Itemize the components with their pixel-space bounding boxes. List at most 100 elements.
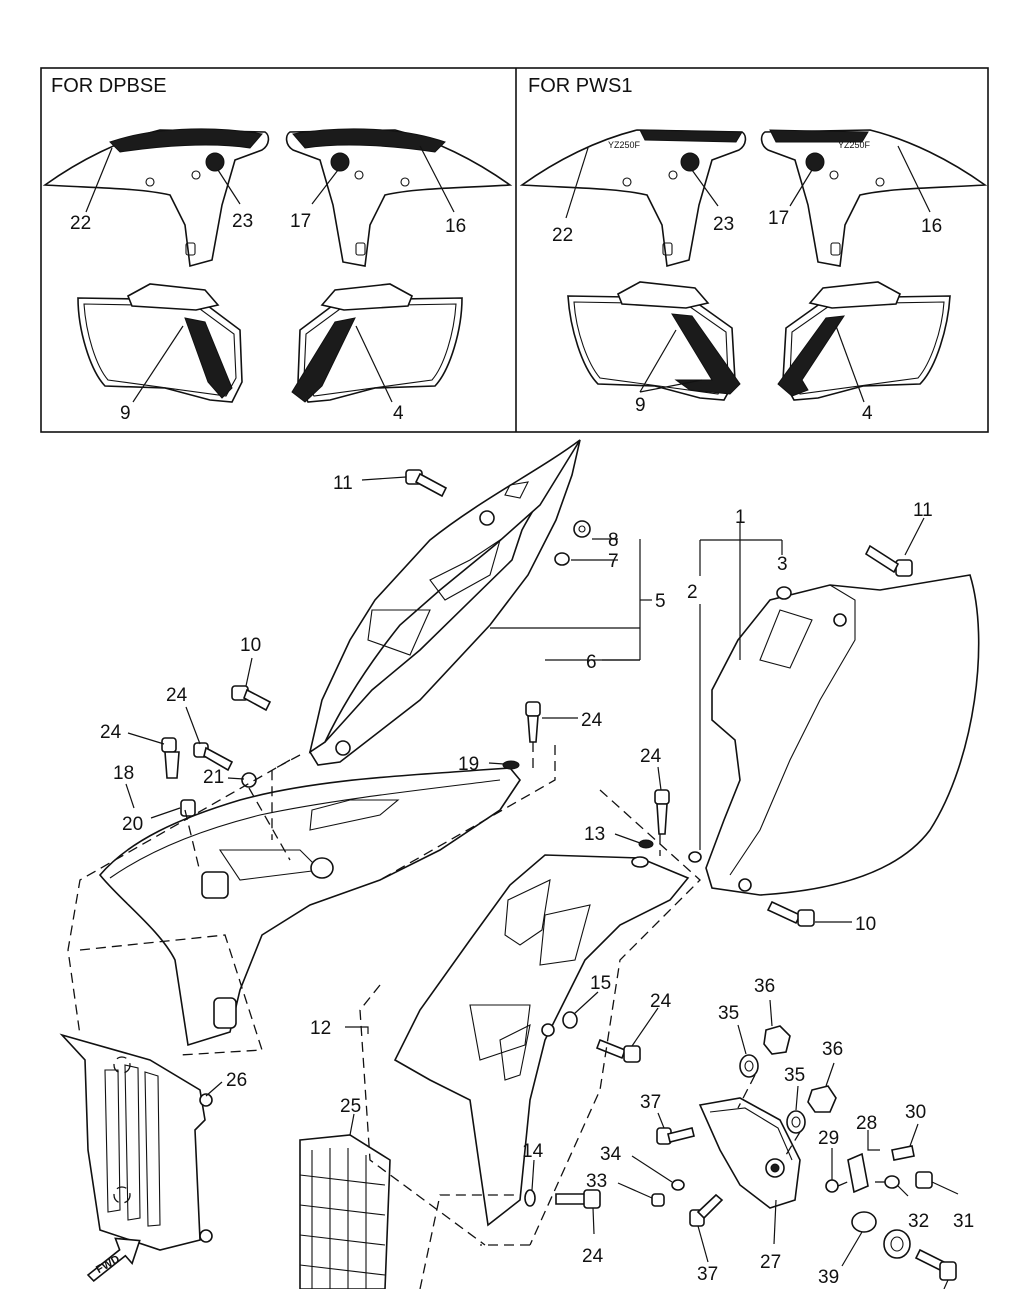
callout-5: 5 <box>655 591 666 612</box>
collar-39 <box>851 1211 877 1233</box>
v1-right-shroud <box>285 128 513 267</box>
right-side-cover <box>705 574 980 896</box>
v1-leaders <box>85 145 455 403</box>
hardware <box>161 469 957 1281</box>
v2-leaders <box>565 145 931 403</box>
grommet-2 <box>688 851 702 863</box>
callout-24-f: 24 <box>582 1246 604 1267</box>
washer-32 <box>884 1175 900 1189</box>
tank-bracket-assembly <box>698 1097 801 1209</box>
screw-30 <box>891 1145 915 1161</box>
v1-left-shroud <box>42 128 270 268</box>
bolt-24-f <box>555 1189 601 1209</box>
callout-18: 18 <box>113 763 134 784</box>
callout-11-left: 11 <box>333 473 353 494</box>
right-shroud <box>393 854 690 1227</box>
callout-21: 21 <box>203 767 224 788</box>
callout-3: 3 <box>777 554 788 575</box>
bolt-11-left <box>405 469 448 498</box>
right-cover-lower-hole <box>738 878 752 892</box>
callout-15: 15 <box>590 973 611 994</box>
radiator-cover-left <box>59 1033 213 1251</box>
callout-39: 39 <box>818 1267 839 1288</box>
washer-34 <box>671 1179 685 1191</box>
callout-v2-9: 9 <box>635 395 646 416</box>
v2-left-decal-text: YZ250F <box>608 140 641 150</box>
callout-7: 7 <box>608 551 619 572</box>
callout-v2-4: 4 <box>862 403 873 424</box>
shroud-boss <box>310 857 334 879</box>
collar-20 <box>180 799 196 817</box>
callout-35-a: 35 <box>718 1003 739 1024</box>
radiator-bolt-lower <box>199 1229 213 1243</box>
grommet-8 <box>573 520 591 538</box>
right-shroud-collar <box>631 856 649 868</box>
grommet-35-b <box>786 1110 806 1134</box>
callout-1: 1 <box>735 507 746 528</box>
right-cover-grommet <box>833 613 847 627</box>
screw-31 <box>915 1171 933 1189</box>
callout-28: 28 <box>856 1113 877 1134</box>
callout-v2-22: 22 <box>552 225 573 246</box>
callout-20: 20 <box>122 814 143 835</box>
callout-24-a: 24 <box>100 722 122 743</box>
callout-27: 27 <box>760 1252 781 1273</box>
bolt-lower-right <box>914 1248 957 1281</box>
screw-33 <box>651 1193 665 1207</box>
callout-v1-16: 16 <box>445 216 466 237</box>
radiator-hidden-grommet-bottom <box>113 1186 131 1204</box>
right-shroud-hole <box>541 1023 555 1037</box>
callout-31: 31 <box>953 1211 974 1232</box>
variant-title-dpbse: FOR DPBSE <box>51 75 167 97</box>
bolt-11-right <box>864 544 913 577</box>
v2-grommet-23 <box>680 152 700 172</box>
callout-24-e: 24 <box>650 991 672 1012</box>
radiator-hidden-grommet-top <box>113 1056 131 1074</box>
callout-29: 29 <box>818 1128 839 1149</box>
v2-right-shroud: YZ250F <box>760 129 988 267</box>
left-side-cover <box>308 439 581 766</box>
side-cover-grommet-hole <box>479 510 495 526</box>
callout-v2-17: 17 <box>768 208 789 229</box>
grommet-36-b <box>807 1085 837 1113</box>
clip-29 <box>825 1179 839 1193</box>
callout-26: 26 <box>226 1070 247 1091</box>
callout-24-b: 24 <box>166 685 188 706</box>
fwd-label: FWD <box>94 1253 122 1276</box>
grommet-35-a <box>739 1054 759 1078</box>
bolt-24-c <box>525 701 541 743</box>
callout-24-d: 24 <box>640 746 662 767</box>
callout-32: 32 <box>908 1211 929 1232</box>
shroud-grommet <box>201 871 229 899</box>
callout-8: 8 <box>608 530 619 551</box>
grommet-36-a <box>763 1025 791 1055</box>
callout-13: 13 <box>584 824 605 845</box>
callout-35-b: 35 <box>784 1065 805 1086</box>
v2-left-shroud: YZ250F <box>519 129 747 268</box>
bolt-10-left <box>231 685 272 712</box>
washer-19 <box>502 760 520 770</box>
v2-left-side-cover <box>567 281 741 401</box>
variant-panel-frame <box>40 67 989 433</box>
callout-36-b: 36 <box>822 1039 843 1060</box>
washer-13 <box>638 839 654 849</box>
collar-15 <box>562 1011 578 1029</box>
v1-grommet-23 <box>205 152 225 172</box>
bolt-24-d <box>654 789 670 835</box>
assembly-lines <box>67 742 888 1289</box>
collar-14 <box>524 1189 536 1207</box>
callout-37-a: 37 <box>640 1092 661 1113</box>
v1-grommet-17 <box>330 152 350 172</box>
radiator-bolt-26 <box>199 1093 213 1107</box>
grommet-3 <box>776 586 792 600</box>
radiator-grill <box>299 1134 391 1289</box>
callout-v1-9: 9 <box>120 403 131 424</box>
v2-right-side-cover <box>777 281 951 401</box>
callout-v1-17: 17 <box>290 211 311 232</box>
grommet-38 <box>883 1229 911 1259</box>
callout-19: 19 <box>458 754 479 775</box>
bracket-28 <box>847 1152 869 1194</box>
callout-12: 12 <box>310 1018 331 1039</box>
shroud-lower-tab <box>213 997 237 1029</box>
